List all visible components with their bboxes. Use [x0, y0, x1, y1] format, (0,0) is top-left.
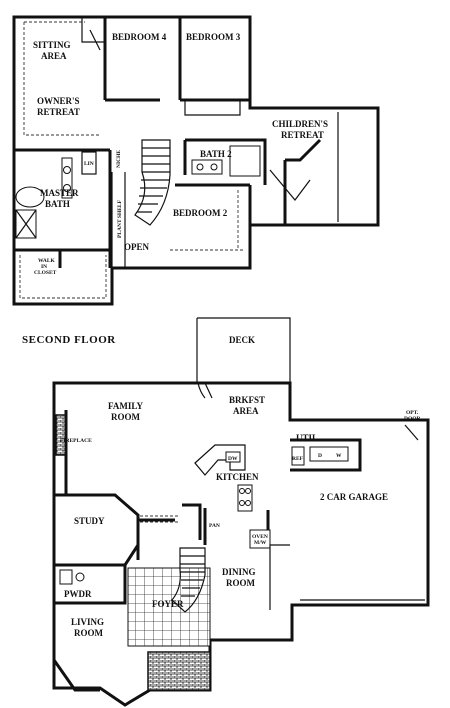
garage-door — [300, 599, 425, 606]
kitchen-dw — [225, 451, 241, 463]
second-floor-plan: SITTING AREA BEDROOM 4 BEDROOM 3 OWNER'S… — [12, 15, 380, 346]
ref-space — [291, 446, 305, 466]
label-childrens-retreat-1: CHILDREN'S — [272, 119, 328, 129]
label-living-room-2: ROOM — [74, 628, 104, 638]
label-owners-retreat-2: RETREAT — [37, 107, 80, 117]
master-sink — [63, 166, 71, 174]
dining-bay — [269, 544, 290, 610]
label-util: UTIL — [296, 433, 318, 443]
label-deck: DECK — [229, 335, 255, 345]
pwdr-toilet — [59, 569, 73, 585]
bedroom2-closet — [170, 190, 245, 251]
first-floor-plan: DECK FAMILY ROOM BRKFST AREA FIREPLACE U… — [52, 317, 430, 707]
label-bedroom-2: BEDROOM 2 — [173, 208, 228, 218]
pwdr-sink — [75, 572, 85, 582]
sitting-closet — [81, 17, 105, 51]
label-d: D — [318, 453, 322, 459]
burner-2 — [245, 488, 251, 494]
stair-treads — [137, 147, 170, 213]
label-oven: OVEN — [252, 534, 268, 540]
washer-dryer — [309, 446, 349, 462]
label-sitting-area-1: SITTING — [33, 40, 71, 50]
label-kitchen: KITCHEN — [216, 472, 259, 482]
label-brkfst-area-2: AREA — [233, 406, 259, 416]
stair-first-treads — [180, 555, 205, 597]
label-bedroom-3: BEDROOM 3 — [186, 32, 241, 42]
bath2-sink-2 — [210, 163, 218, 171]
brkfst-door — [197, 382, 213, 399]
label-family-room-2: ROOM — [111, 412, 141, 422]
label-fireplace: FIREPLACE — [60, 438, 92, 444]
label-garage: 2 CAR GARAGE — [320, 492, 388, 502]
util-walls — [290, 438, 362, 472]
pwdr-walls — [52, 565, 127, 605]
deck-outline — [196, 317, 291, 383]
label-opt-door-2: DOOR — [404, 416, 422, 422]
label-pan: PAN — [209, 523, 220, 529]
stair-second — [134, 139, 171, 226]
label-brkfst-area-1: BRKFST — [229, 395, 265, 405]
label-plant-shelf: PLANT SHELF — [117, 199, 123, 238]
label-foyer: FOYER — [152, 599, 184, 609]
label-sitting-area-2: AREA — [41, 51, 67, 61]
foyer-floor — [127, 567, 211, 647]
bath2-sink-1 — [196, 163, 204, 171]
second-floor-title: SECOND FLOOR — [22, 334, 116, 346]
label-ref: REF — [292, 456, 304, 462]
label-walk-in-closet-2: IN — [41, 264, 47, 270]
burner-3 — [239, 500, 245, 506]
bedroom3-closet — [184, 100, 241, 116]
plant-shelf — [111, 172, 126, 268]
label-study: STUDY — [74, 516, 105, 526]
label-living-room-1: LIVING — [71, 617, 104, 627]
label-master-bath-1: MASTER — [40, 188, 79, 198]
childrens-retreat-walls — [283, 138, 322, 225]
bath2-walls — [175, 138, 267, 268]
master-shower-x — [15, 209, 37, 239]
closet-shelf — [19, 255, 107, 299]
owners-suite-walls — [14, 17, 250, 268]
label-mw: M/W — [254, 540, 267, 546]
label-bath-2: BATH 2 — [200, 149, 232, 159]
entry-porch — [147, 651, 211, 691]
label-pwdr: PWDR — [64, 589, 92, 599]
master-tub — [15, 186, 45, 208]
study-walls — [54, 493, 175, 567]
childrens-closet — [269, 112, 339, 222]
lin-closet — [81, 151, 97, 175]
label-dining-room-1: DINING — [222, 567, 256, 577]
bath2-vanity — [191, 159, 223, 175]
label-dw: DW — [228, 456, 238, 462]
first-floor-outline — [52, 381, 430, 707]
label-master-bath-2: BATH — [45, 199, 70, 209]
label-walk-in-closet-3: CLOSET — [34, 270, 57, 276]
label-open: OPEN — [124, 242, 150, 252]
burner-4 — [245, 500, 251, 506]
kitchen-island — [194, 444, 246, 476]
label-opt-door-1: OPT. — [406, 410, 419, 416]
master-vanity — [61, 157, 73, 199]
label-childrens-retreat-2: RETREAT — [281, 130, 324, 140]
label-dining-room-2: ROOM — [226, 578, 256, 588]
label-w: W — [336, 453, 342, 459]
oven-mw — [249, 529, 271, 549]
label-lin: LIN — [84, 161, 94, 167]
study-opening — [140, 515, 178, 523]
opt-door-swing — [404, 424, 419, 441]
label-walk-in-closet-1: WALK — [38, 258, 56, 264]
stair-first — [171, 547, 206, 613]
label-owners-retreat-1: OWNER'S — [37, 96, 80, 106]
burner-1 — [239, 488, 245, 494]
bath2-tub — [229, 145, 261, 177]
master-sink-2 — [63, 184, 71, 192]
label-bedroom-4: BEDROOM 4 — [112, 32, 167, 42]
sitting-area-outline — [23, 21, 100, 136]
label-family-room-1: FAMILY — [108, 401, 144, 411]
label-niche: NICHE — [116, 150, 122, 168]
living-bay — [52, 659, 100, 692]
